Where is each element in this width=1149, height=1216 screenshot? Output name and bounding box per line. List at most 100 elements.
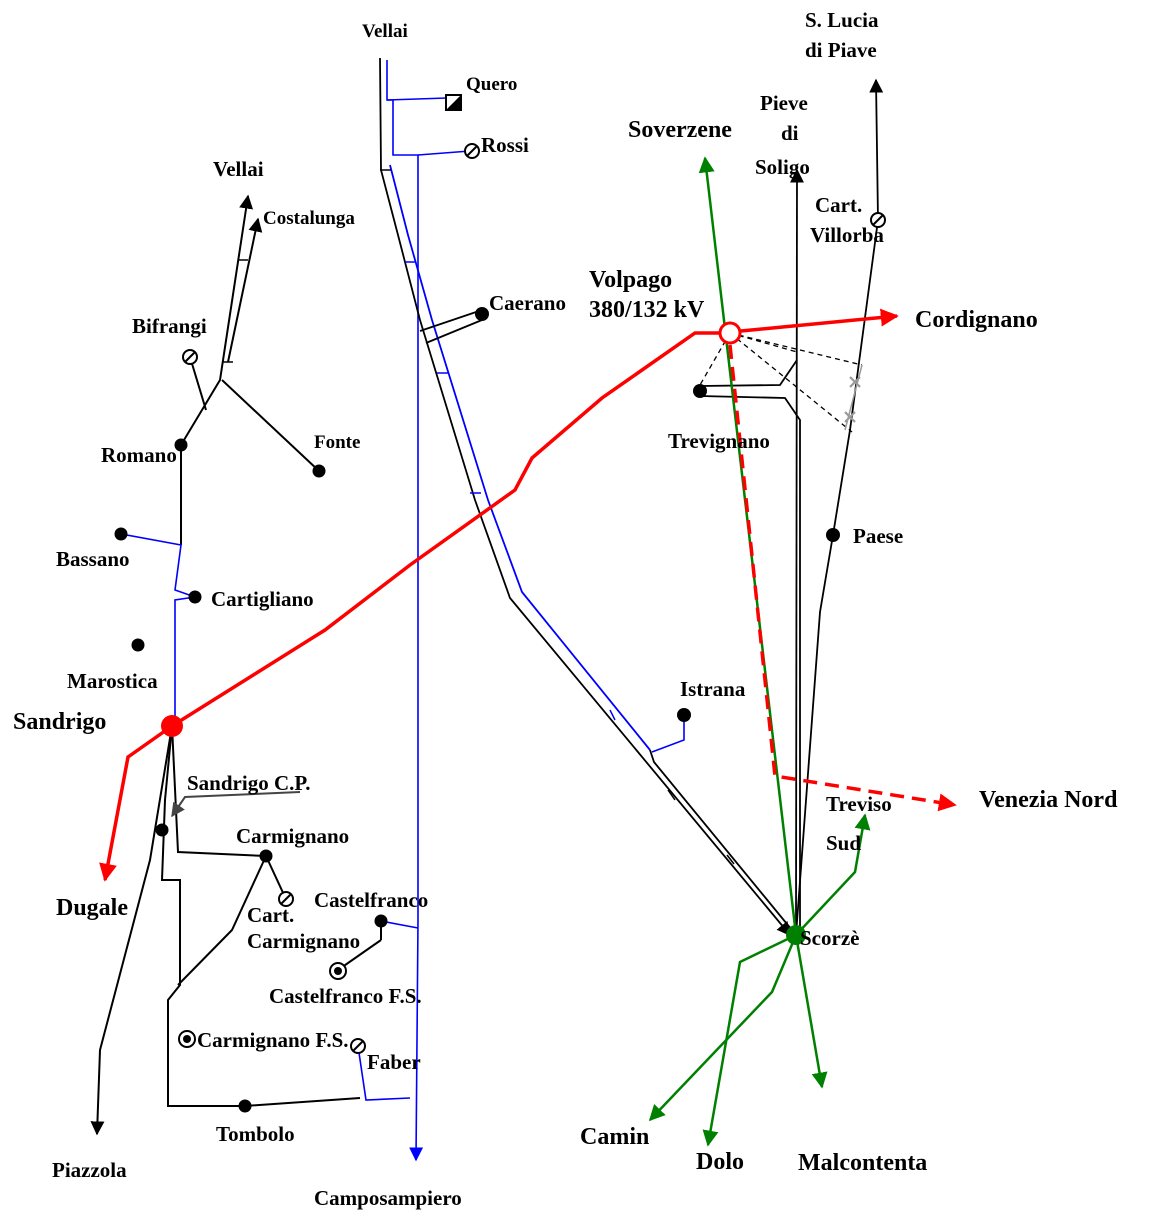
line-sandrigo-carmignano [171,725,267,857]
label-camposampiero: Camposampiero [314,1186,462,1210]
line-trevignano-scorze [699,395,801,935]
label-romano: Romano [101,443,177,467]
node-volpago-380kv [718,321,742,345]
node-castelfranco [374,914,388,928]
ticks-double-circuit [380,169,735,865]
node-istrana [677,708,691,722]
label-volpago-line1: Volpago [589,267,672,293]
line-blue-parallel-scorze [389,164,651,751]
label-trevignano: Trevignano [668,429,770,453]
label-dugale: Dugale [56,895,128,921]
node-sandrigo-380kv [161,715,183,737]
node-romano [174,438,188,452]
label-cart-villorba-line1: Cart. [815,193,862,217]
label-pieve-line3: Soligo [755,155,810,179]
label-soverzene: Soverzene [628,117,732,143]
line-sandrigo-piazzola [90,725,173,1136]
label-camin: Camin [580,1124,649,1150]
node-fonte [312,464,326,478]
label-sandrigo: Sandrigo [13,709,106,735]
line-castelfranco-fs-2 [337,939,382,971]
line-carmignano-south [177,855,267,986]
nodes-railway [178,962,347,1048]
label-faber: Faber [367,1050,421,1074]
label-pieve-line2: di [781,121,799,145]
nodes-primary-substations [114,307,840,1113]
node-tombolo [238,1099,252,1113]
node-trevignano [693,384,707,398]
label-cart-villorba-line2: Villorba [810,223,884,247]
nodes-users-split [182,94,886,1054]
line-caerano-2 [425,319,483,344]
label-volpago-line2: 380/132 kV [589,297,705,323]
sandrigo-cp-pointer [171,791,301,818]
line-scorze-slucia [795,78,884,936]
node-paese [826,528,840,542]
label-bifrangi: Bifrangi [132,314,207,338]
double-circuit-vellai-scorze [379,57,797,937]
label-costalunga: Costalunga [263,208,355,229]
label-tombolo: Tombolo [216,1122,295,1146]
planned-line-path [728,344,957,812]
label-castelfranco: Castelfranco [314,888,428,912]
lines-132kv-black-east [699,78,884,936]
label-cartigliano: Cartigliano [211,587,314,611]
label-venezia-nord: Venezia Nord [979,787,1118,813]
label-carmignano: Carmignano [236,824,349,848]
line-blue-west-route [120,533,196,726]
label-vellai-left: Vellai [213,157,264,181]
line-junction-costalunga [227,217,263,363]
planned-line-volpago-venezia-nord [728,344,957,812]
label-cart-carmignano-line2: Carmignano [247,929,360,953]
label-fonte: Fonte [314,432,360,453]
line-scorze-dolo [702,933,797,1147]
label-castelfranco-fs: Castelfranco F.S. [269,984,422,1008]
label-slucia-line2: di Piave [805,38,877,62]
line-scorze-camin [648,934,798,1122]
node-carmignano [259,849,273,863]
label-istrana: Istrana [680,677,746,701]
line-blue-to-rossi [417,150,471,156]
line-caerano-1 [419,309,483,332]
label-bassano: Bassano [56,547,130,571]
line-scorze-pieve [789,168,804,936]
line-scorze-malcontenta [794,934,828,1089]
label-vellai-top: Vellai [362,21,408,42]
label-marostica: Marostica [67,669,158,693]
label-treviso-sud-line1: Treviso [826,792,892,816]
label-quero: Quero [466,74,517,95]
line-volpago-cordignano-380 [740,308,899,333]
label-carmignano-fs: Carmignano F.S. [197,1028,349,1052]
line-blue-istrana [651,715,685,753]
dismantled-markers [844,364,863,431]
node-scorze-220kv [786,925,806,945]
ticks-west [223,259,248,363]
line-sandrigo-volpago-380 [171,331,720,728]
label-piazzola: Piazzola [52,1158,127,1182]
node-cartigliano [188,590,202,604]
label-caerano: Caerano [489,291,566,315]
line-bifrangi-junction [189,356,207,411]
label-slucia-line1: S. Lucia [805,8,879,32]
lines-380kv-red [99,308,899,882]
labels: Vellai Quero Rossi Vellai Costalunga Bif… [13,8,1118,1210]
line-blue-faber [357,1045,411,1101]
label-malcontenta: Malcontenta [798,1150,927,1176]
label-pieve-line1: Pieve [760,91,808,115]
line-pieve-trevignano [699,359,798,387]
line-junction-fonte [221,379,320,472]
node-bassano [114,527,128,541]
node-caerano [475,307,489,321]
label-cart-carmignano-line1: Cart. [247,903,294,927]
label-scorze: Scorzè [800,926,859,950]
label-paese: Paese [853,524,903,548]
line-black-parallel-scorze [649,749,797,936]
label-cordignano: Cordignano [915,307,1038,333]
line-carmignano-cart [265,855,286,898]
line-blue-to-quero [386,97,448,101]
line-romano-vellai [180,194,254,446]
label-sandrigo-cp: Sandrigo C.P. [187,771,311,795]
line-black-vellai-scorze [379,57,791,937]
node-sandrigo-cp [155,823,169,837]
